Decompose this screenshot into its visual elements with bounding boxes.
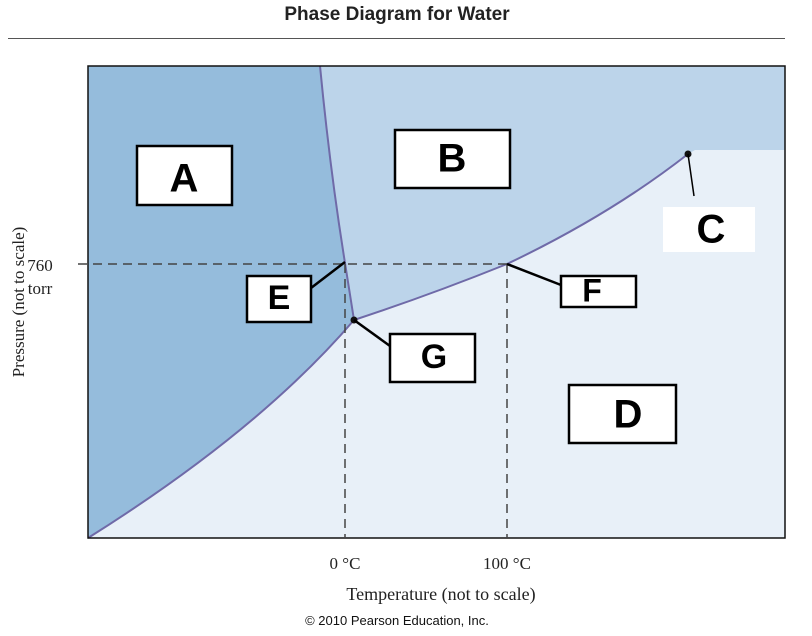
label-d: D xyxy=(614,393,643,437)
label-c: C xyxy=(697,208,726,252)
y-tick-unit: torr xyxy=(28,279,53,298)
x-axis-label: Temperature (not to scale) xyxy=(346,584,535,605)
sublimation-curve xyxy=(87,319,355,539)
label-e: E xyxy=(268,279,291,317)
label-f: F xyxy=(582,272,602,308)
label-box-f xyxy=(559,274,638,309)
copyright: © 2010 Pearson Education, Inc. xyxy=(305,613,489,628)
label-g: G xyxy=(421,338,447,376)
y-tick-760: 760 xyxy=(27,256,53,275)
label-box-a xyxy=(135,144,234,207)
x-tick-0c: 0 °C xyxy=(330,554,361,573)
diagram-title: Phase Diagram for Water xyxy=(284,4,510,25)
label-box-d xyxy=(567,383,678,445)
y-axis-label: Pressure (not to scale) xyxy=(9,227,28,378)
label-box-c xyxy=(663,207,755,252)
melting-curve xyxy=(319,65,355,321)
leader-e xyxy=(310,261,346,289)
label-box-g xyxy=(388,332,477,384)
label-a: A xyxy=(170,157,199,201)
leader-f xyxy=(506,262,562,287)
label-box-e xyxy=(245,274,313,324)
leader-g xyxy=(353,318,391,348)
plot-frame xyxy=(87,65,786,539)
label-b: B xyxy=(438,137,467,181)
x-tick-100c: 100 °C xyxy=(483,554,531,573)
title-rule xyxy=(8,38,785,39)
leader-c xyxy=(687,153,695,197)
label-box-b xyxy=(393,128,512,190)
